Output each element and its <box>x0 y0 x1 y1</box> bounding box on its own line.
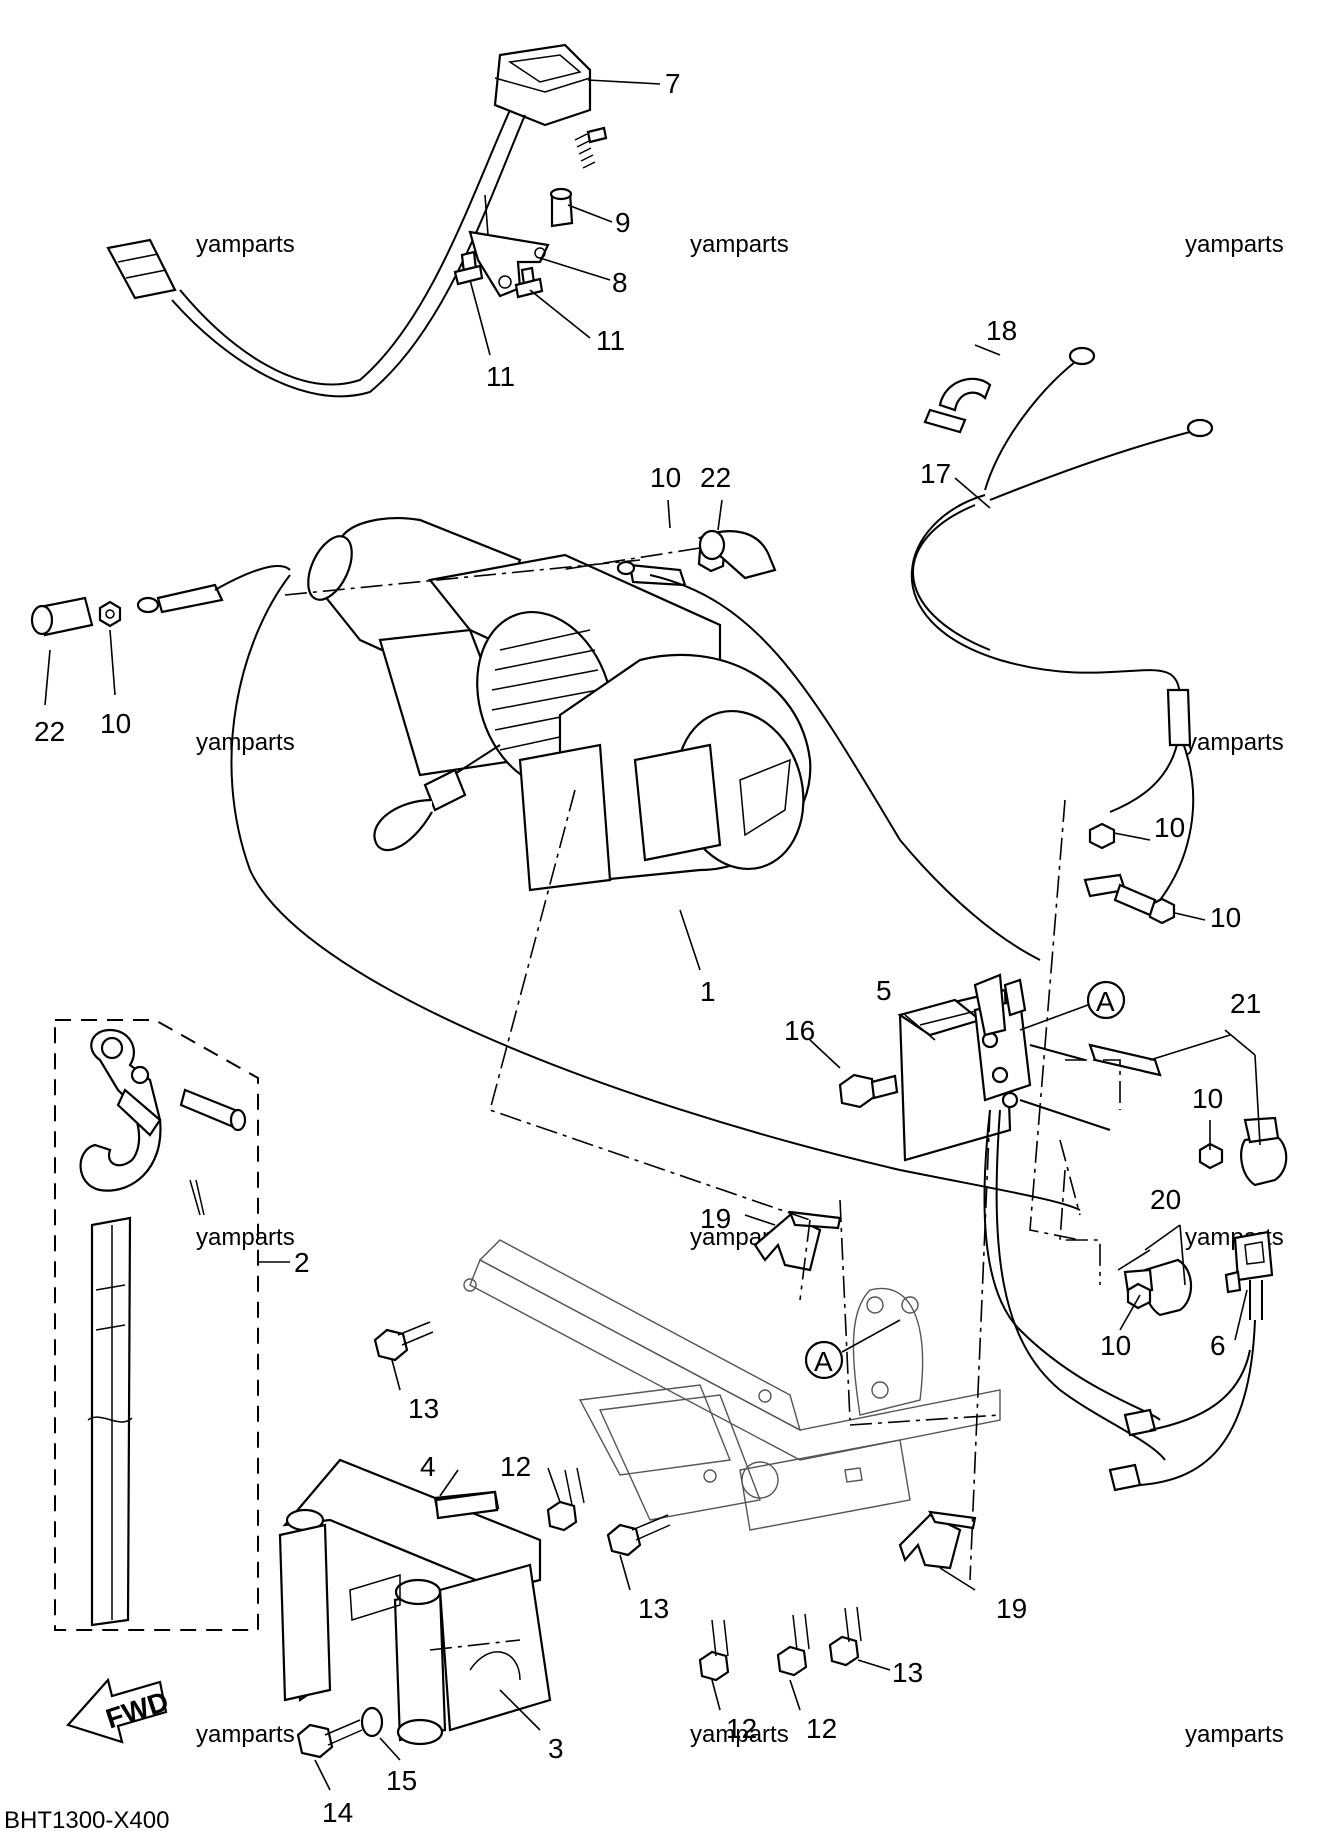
motor-terminals <box>30 529 777 637</box>
cable-guides <box>753 1210 977 1570</box>
watermark: yamparts <box>1185 729 1284 756</box>
watermark: yamparts <box>196 729 295 756</box>
part-label-10: 10 <box>100 708 131 739</box>
hook-strap-kit <box>54 1019 259 1631</box>
part-label-8: 8 <box>612 267 628 298</box>
part-label-3: 3 <box>548 1733 564 1764</box>
part-label-13: 13 <box>638 1593 669 1624</box>
part-label-10: 10 <box>1100 1330 1131 1361</box>
part-label-19: 19 <box>996 1593 1027 1624</box>
watermark: yamparts <box>690 1721 789 1748</box>
callout-letter: A <box>814 1346 833 1377</box>
part-label-15: 15 <box>386 1765 417 1796</box>
wire-harness <box>910 346 1214 901</box>
watermark: yamparts <box>1185 231 1284 258</box>
part-label-5: 5 <box>876 975 892 1006</box>
part-label-16: 16 <box>784 1015 815 1046</box>
watermark: yamparts <box>1185 1721 1284 1748</box>
part-label-9: 9 <box>615 207 631 238</box>
watermark: yamparts <box>196 1721 295 1748</box>
forward-arrow: FWD <box>66 1677 172 1744</box>
part-label-22: 22 <box>34 716 65 747</box>
part-label-17: 17 <box>920 458 951 489</box>
watermark: yamparts <box>690 231 789 258</box>
mounting-plate <box>463 1239 1001 1531</box>
warning-label <box>434 1490 499 1520</box>
part-label-6: 6 <box>1210 1330 1226 1361</box>
watermark: yamparts <box>196 231 295 258</box>
winch-switch-assembly <box>106 43 592 398</box>
part-label-7: 7 <box>665 68 681 99</box>
diagram-code: BHT1300-X400 <box>4 1807 169 1834</box>
part-label-10: 10 <box>1154 812 1185 843</box>
part-number-labels: 7 9 8 11 11 18 17 10 22 22 10 10 10 1 5 … <box>34 68 1261 1828</box>
fwd-label: FWD <box>102 1685 172 1734</box>
roller-fairlead <box>278 1458 552 1759</box>
part-label-21: 21 <box>1230 988 1261 1019</box>
leader-lines <box>44 79 1261 1791</box>
part-label-22: 22 <box>700 462 731 493</box>
motor-power-cables <box>230 547 1081 1211</box>
part-label-1: 1 <box>700 976 716 1007</box>
switch-bracket <box>453 126 608 299</box>
callout-a-top: A <box>1019 980 1126 1031</box>
part-label-13: 13 <box>408 1393 439 1424</box>
part-label-11: 11 <box>486 361 515 392</box>
part-label-12: 12 <box>500 1451 531 1482</box>
part-label-13: 13 <box>892 1657 923 1688</box>
relay-leads <box>983 1044 1274 1492</box>
part-label-20: 20 <box>1150 1184 1181 1215</box>
part-label-4: 4 <box>420 1451 436 1482</box>
part-label-2: 2 <box>294 1247 310 1278</box>
part-label-10: 10 <box>650 462 681 493</box>
part-label-12: 12 <box>806 1713 837 1744</box>
part-label-10: 10 <box>1192 1083 1223 1114</box>
watermark: yamparts <box>196 1224 295 1251</box>
part-label-19: 19 <box>700 1203 731 1234</box>
mounting-bolts <box>373 1321 862 1682</box>
part-label-12: 12 <box>726 1713 757 1744</box>
part-label-14: 14 <box>322 1797 353 1828</box>
winch-contactor <box>838 973 1032 1162</box>
winch-motor <box>307 517 812 892</box>
callout-letter: A <box>1096 986 1115 1017</box>
assembly-lines <box>429 789 1121 1651</box>
terminal-boots <box>1083 822 1288 1317</box>
part-label-10: 10 <box>1210 902 1241 933</box>
callout-a-bottom: A <box>804 1319 901 1380</box>
part-label-11: 11 <box>596 325 625 356</box>
part-label-18: 18 <box>986 315 1017 346</box>
